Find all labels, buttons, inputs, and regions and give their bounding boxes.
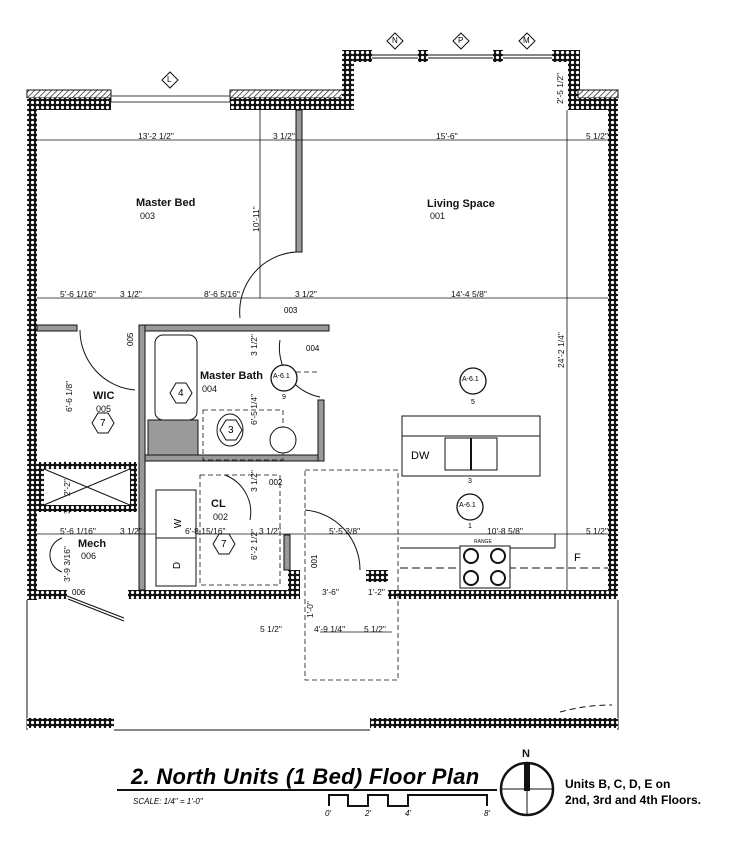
dim-entry-1: 3'-6" [322,587,339,597]
room-number-mech: 006 [81,551,97,561]
section-num-2: 5 [471,399,475,406]
hex-tags [91,382,243,555]
drawing-title: 2. North Units (1 Bed) Floor Plan [131,764,480,789]
dim-low-6: 10'-8 5/8" [487,526,523,536]
range [459,545,511,589]
dim-v-cl-a: 3 1/2" [249,470,259,492]
dim-mid-1: 5'-6 1/16" [60,289,96,299]
fixture-tag-tub: 4 [178,388,184,399]
room-name-mech: Mech [78,538,107,550]
dim-top-3: 15'-6" [436,131,458,141]
window-tag-diamonds [161,32,536,89]
dim-v-bath-a: 3 1/2" [249,334,259,356]
door-tag-002: 002 [269,478,283,487]
room-number-wic: 005 [96,404,112,414]
room-name-master-bath: Master Bath [200,370,263,382]
units-note: Units B, C, D, E on 2nd, 3rd and 4th Flo… [565,776,701,808]
dim-mid-3: 8'-6 5/16" [204,289,240,299]
dim-top-4: 5 1/2" [586,131,608,141]
sink [269,426,297,454]
dim-v-bump: 2'-5 1/2" [555,72,565,104]
dim-low-1: 5'-6 1/16" [60,526,96,536]
units-note-line2: 2nd, 3rd and 4th Floors. [565,793,702,807]
door-tag-006: 006 [72,588,86,597]
dim-mid-5: 14'-4 5/8" [451,289,487,299]
scale-tick-0: 0' [325,809,331,818]
section-num-3-bottom: 1 [468,523,472,530]
label-dw: DW [411,450,430,462]
dim-entry-5: 4'-9 1/4" [314,624,346,634]
room-number-living: 001 [430,211,446,221]
section-ref-2: A-6.1 [462,376,479,383]
dim-low-7: 5 1/2" [586,526,608,536]
label-washer: W [173,518,185,529]
dim-entry-3: 1'-0" [305,601,315,618]
section-ref-1: A-6.1 [273,373,290,380]
dim-entry-6: 5 1/2" [364,624,386,634]
section-ref-3: A-6.1 [459,502,476,509]
window-tag-n: N [392,36,398,45]
room-number-closet: 002 [213,512,229,522]
section-num-3-top: 3 [468,478,472,485]
bathtub [154,334,198,421]
room-name-closet: CL [211,498,226,510]
exterior-walls [26,50,619,731]
dim-v-mech: 3'-9 3/16" [62,546,72,582]
north-label: N [522,748,530,760]
window-tag-l: L [167,75,172,84]
section-markers [270,364,487,521]
window-tag-m: M [523,36,530,45]
dim-low-3: 6'-8 15/16" [185,526,226,536]
dimension-lines [37,110,608,633]
shaft [37,462,137,512]
dim-v-shaft-a: 3" [62,461,72,469]
dim-v-bath-b: 6'-5 1/4" [249,393,259,425]
room-name-living: Living Space [427,198,495,210]
fixture-tag-cl: 7 [221,539,227,550]
fixture-tag-wc: 3 [228,425,234,436]
dim-low-5: 5'-5 3/8" [329,526,361,536]
dim-entry-2: 1'-2" [368,587,385,597]
dim-v-shaft-b: 2'-2" [62,479,72,496]
dim-v-wic: 6'-6 1/8" [64,380,74,412]
scale-tick-4: 4' [405,809,411,818]
window-tag-p: P [458,36,464,45]
door-tag-003: 003 [284,306,298,315]
dim-mid-4: 3 1/2" [295,289,317,299]
dim-mid-2: 3 1/2" [120,289,142,299]
scale-label: SCALE: 1/4" = 1'-0" [133,797,203,806]
interior-walls [36,109,330,591]
label-fridge: F [574,552,581,564]
fixture-tag-wic: 7 [100,418,106,429]
units-note-line1: Units B, C, D, E on [565,777,671,791]
dim-entry-4: 5 1/2" [260,624,282,634]
room-name-master-bed: Master Bed [136,197,196,209]
dim-v-bed: 10'-11" [251,206,261,232]
door-tag-001: 001 [310,554,319,568]
door-tag-005: 005 [126,332,135,346]
label-range: RANGE [474,539,492,545]
room-number-master-bed: 003 [140,211,156,221]
section-num-1: 9 [282,394,286,401]
dim-v-shaft-c: 3" [62,506,72,514]
dim-low-2: 3 1/2" [120,526,142,536]
door-swings [49,251,361,573]
scale-tick-2: 2' [365,809,371,818]
door-tag-004: 004 [306,344,320,353]
label-dryer: D [172,561,184,570]
dim-low-4: 3 1/2" [259,526,281,536]
dim-top-2: 3 1/2" [273,131,295,141]
dim-v-overall: 24'-2 1/4" [556,332,566,368]
dim-v-cl-b: 6'-2 1/2" [249,528,259,560]
room-name-wic: WIC [93,390,115,402]
scale-tick-8: 8' [484,809,490,818]
dim-top-1: 13'-2 1/2" [138,131,174,141]
room-number-master-bath: 004 [202,384,218,394]
